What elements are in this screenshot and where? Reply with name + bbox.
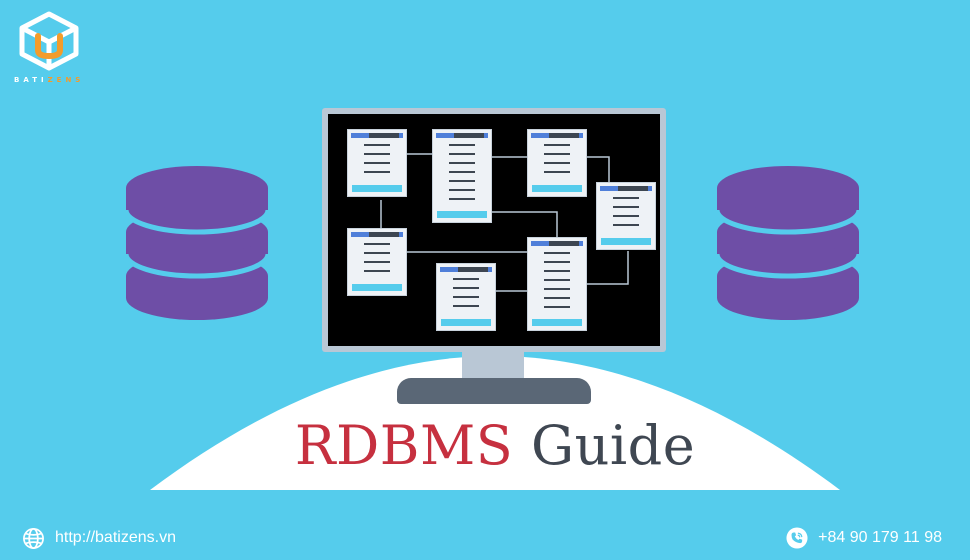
title-guide: Guide	[530, 414, 696, 477]
cube-logo-icon	[19, 11, 79, 71]
banner-title: RDBMS Guide	[150, 414, 840, 478]
monitor-stand	[462, 352, 524, 382]
table-card-icon	[436, 263, 496, 331]
table-card-icon	[347, 129, 407, 197]
table-card-icon	[596, 182, 656, 250]
brand-logo: BATIZENS	[14, 10, 84, 90]
brand-name-suffix: ZENS	[47, 76, 85, 84]
phone-contact[interactable]: +84 90 179 11 98	[786, 526, 942, 550]
relation-lines	[380, 153, 629, 292]
title-rdbms: RDBMS	[294, 414, 514, 477]
database-icon	[123, 158, 271, 320]
monitor-icon	[322, 108, 666, 352]
white-hill	[150, 356, 840, 490]
brand-name: BATIZENS	[14, 76, 84, 84]
globe-icon	[23, 527, 44, 549]
phone-icon	[786, 527, 808, 549]
phone-number[interactable]: +84 90 179 11 98	[818, 529, 942, 546]
website-url[interactable]: http://batizens.vn	[55, 529, 176, 546]
website-link[interactable]: http://batizens.vn	[22, 526, 176, 550]
table-card-icon	[527, 237, 587, 331]
table-card-icon	[432, 129, 492, 223]
brand-name-prefix: BATI	[14, 76, 48, 84]
table-card-icon	[347, 228, 407, 296]
monitor-base	[397, 378, 591, 404]
footer: http://batizens.vn +84 90 179 11 98	[0, 490, 970, 560]
table-card-icon	[527, 129, 587, 197]
monitor-screen	[328, 114, 660, 346]
database-icon	[714, 158, 862, 320]
